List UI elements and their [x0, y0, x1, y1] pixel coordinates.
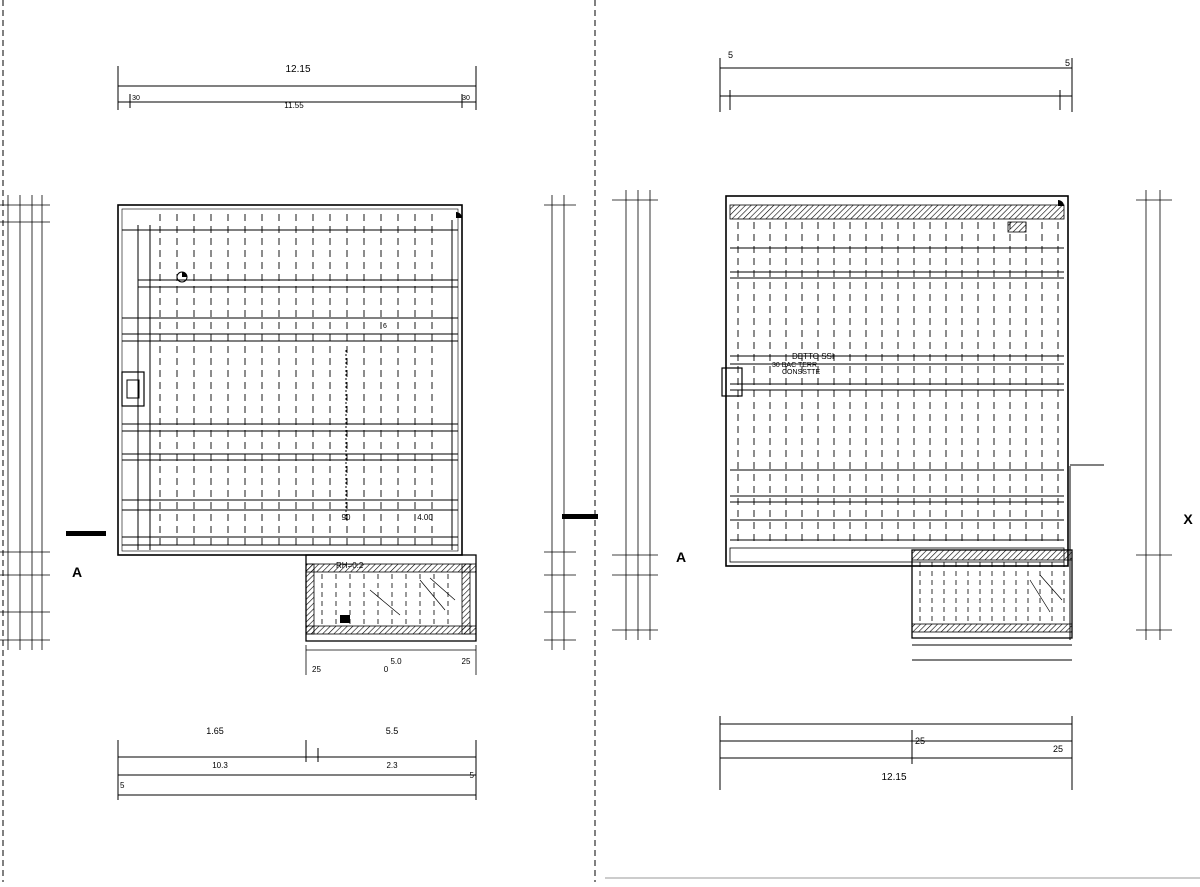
left-annex-dimension-lines — [305, 645, 477, 675]
right-plan-side-dimensions — [612, 190, 1172, 640]
left-annex-dim-3: 25 — [462, 657, 471, 666]
left-annex-dim-1: 25 — [312, 665, 321, 674]
left-top-end-right: 30 — [462, 95, 470, 102]
left-bottom-dimension-lines — [117, 740, 477, 800]
left-corner-marker — [456, 212, 462, 218]
right-bottom-dim-1: 25 — [915, 736, 925, 746]
right-small-hatch — [1007, 221, 1027, 233]
right-top-dimensions — [719, 58, 1073, 112]
left-room-dim-2: 4.00 — [417, 513, 433, 522]
right-main-outline — [725, 195, 1069, 567]
left-section-line — [66, 531, 106, 536]
left-bottom-end-left: 5 — [120, 781, 125, 790]
left-main-outline — [117, 204, 463, 556]
left-beams — [122, 229, 458, 546]
left-annex — [305, 554, 477, 642]
right-top-right-end: 5 — [1065, 58, 1070, 68]
left-room-dim-1: 90 — [342, 513, 351, 522]
right-annex — [911, 464, 1104, 640]
left-side-dimensions — [0, 195, 50, 650]
left-room-dim-3: 6 — [383, 323, 387, 330]
left-column-box — [121, 371, 145, 407]
left-bottom-end-right: 5 — [470, 771, 475, 780]
right-room-label-2: 30 BAC TERR — [772, 362, 817, 369]
left-bottom-inner-b: 2.3 — [386, 761, 398, 770]
right-column-box — [721, 367, 743, 397]
left-annex-dim-4: 0 — [384, 665, 389, 674]
right-plan: 5 5 — [612, 50, 1193, 790]
left-annex-dim-2: 5.0 — [390, 657, 402, 666]
right-room-label-1: DETTO SSI — [792, 352, 834, 361]
left-top-dimensions — [117, 66, 477, 110]
left-bottom-seg-b: 5.5 — [386, 726, 399, 736]
left-level-marker-fill — [182, 272, 187, 277]
right-side-dimensions-left-plan — [544, 195, 576, 650]
right-room-label-3: CONSSTTE — [782, 369, 820, 376]
left-posts — [137, 220, 453, 550]
right-section-mark: A — [676, 549, 686, 565]
left-plan: 12.15 11.55 30 30 — [0, 64, 598, 800]
left-section-line-right — [562, 514, 598, 519]
left-column-inner — [126, 379, 140, 399]
right-bottom-dimension-lines — [719, 644, 1073, 790]
right-corner-marker — [1058, 200, 1064, 206]
left-section-mark: A — [72, 564, 82, 580]
right-bottom-overall-dim: 12.15 — [881, 772, 906, 783]
left-annex-label: RH=0.2 — [336, 561, 364, 570]
left-top-overall-dim: 12.15 — [285, 64, 310, 75]
left-top-end-left: 30 — [132, 95, 140, 102]
left-top-inner-dim: 11.55 — [284, 101, 304, 110]
right-section-glyph: X — [1183, 511, 1193, 527]
left-bottom-inner-a: 10.3 — [212, 761, 228, 770]
right-top-hatched-beam — [729, 204, 1065, 220]
right-beams — [730, 247, 1064, 541]
left-joists — [159, 214, 433, 548]
right-top-left-end: 5 — [728, 50, 733, 60]
right-bottom-dim-2: 25 — [1053, 744, 1063, 754]
left-bottom-seg-a: 1.65 — [206, 726, 224, 736]
